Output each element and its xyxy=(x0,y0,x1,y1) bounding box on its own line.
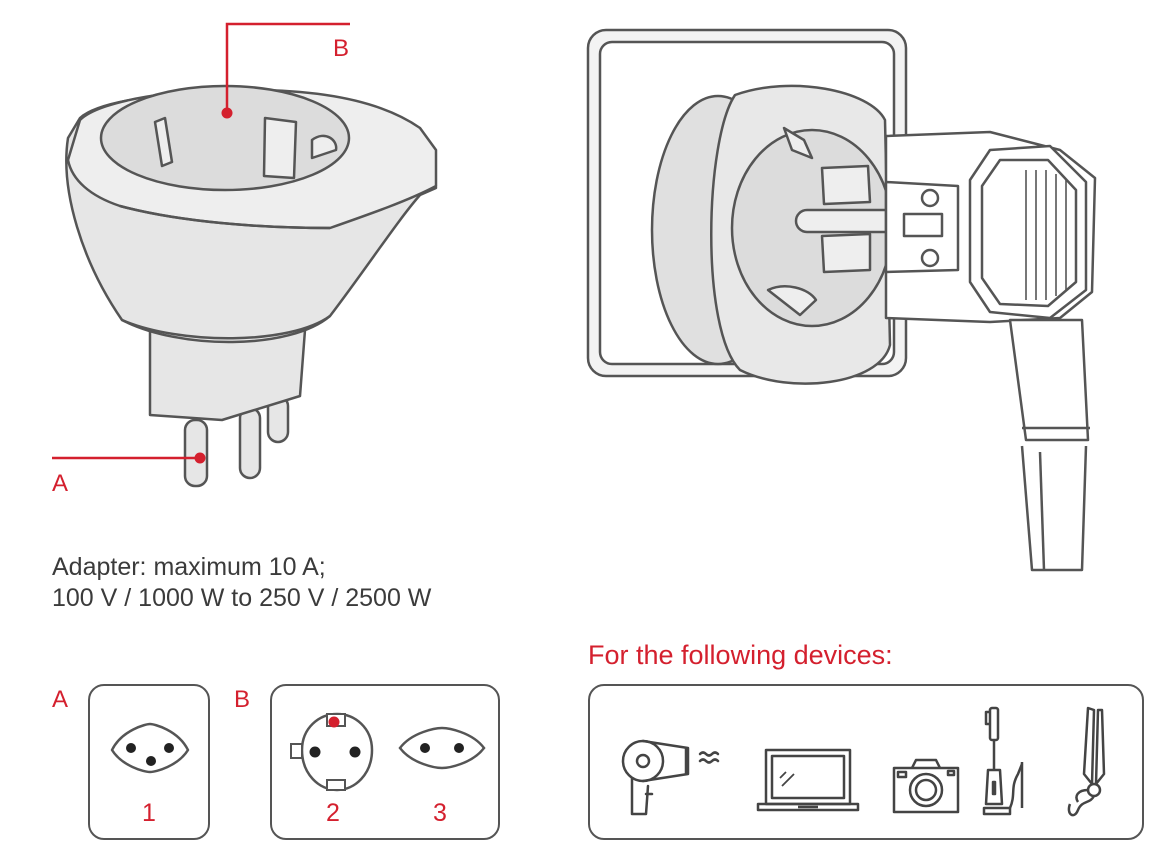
label-a-callout: A xyxy=(52,470,69,497)
devices-title: For the following devices: xyxy=(588,640,893,670)
schuko-socket-icon xyxy=(290,712,374,792)
plug-number-3: 3 xyxy=(433,799,447,827)
plug-type-a-label: A xyxy=(52,686,69,713)
hair-dryer-icon xyxy=(621,739,720,816)
plug-number-2: 2 xyxy=(326,799,340,827)
plug-number-1: 1 xyxy=(142,799,156,827)
devices-box xyxy=(588,684,1144,840)
camera-icon xyxy=(892,758,960,814)
europlug-socket-icon xyxy=(398,726,486,770)
electric-toothbrush-icon xyxy=(982,706,1024,816)
type-j-socket-icon xyxy=(110,722,190,774)
plug-type-b-box: 2 3 xyxy=(270,684,500,840)
specs-line-1: Adapter: maximum 10 A; xyxy=(52,553,326,581)
specs-line-2: 100 V / 1000 W to 250 V / 2500 W xyxy=(52,584,432,612)
laptop-icon xyxy=(756,748,860,812)
plug-type-a-box: 1 xyxy=(88,684,210,840)
hair-straightener-icon xyxy=(1067,706,1106,817)
label-b-callout: B xyxy=(333,35,350,62)
adapter-specs: Adapter: maximum 10 A; 100 V / 1000 W to… xyxy=(52,552,431,614)
plug-type-b-label: B xyxy=(234,686,251,713)
